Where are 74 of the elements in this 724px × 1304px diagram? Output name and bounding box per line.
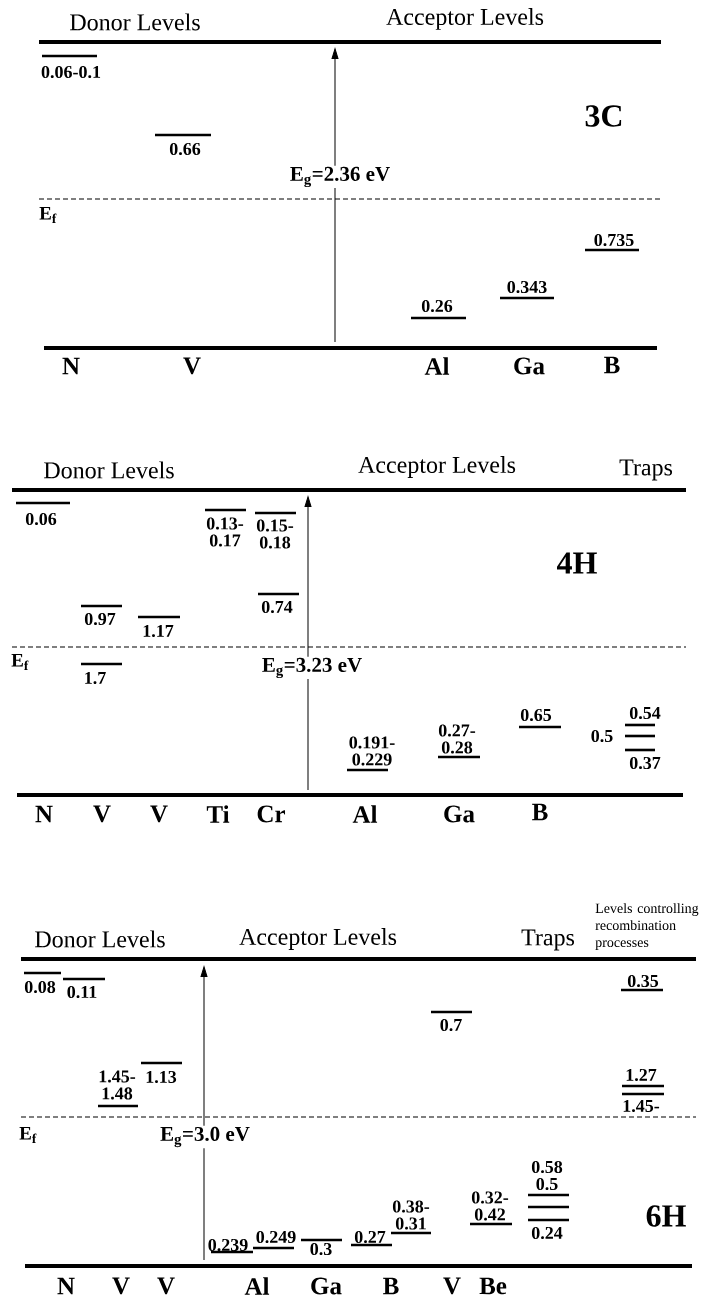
element-label: N [62, 357, 80, 375]
element-label: V [112, 1277, 130, 1295]
band-gap-label: E$_{g}$=3.0 eV [159, 1125, 251, 1149]
fermi-level-label: E$_{f}$ [19, 1127, 37, 1143]
level-value: 0.5 [591, 729, 613, 743]
level-value: 0.24 [531, 1226, 563, 1240]
element-label: B [604, 356, 620, 374]
element-label: N [35, 805, 53, 823]
element-label: Al [244, 1277, 270, 1295]
level-value: 1.17 [143, 624, 174, 638]
element-label: Ga [311, 1277, 342, 1295]
element-label: V [443, 1277, 461, 1295]
level-value: 0.3 [310, 1242, 332, 1256]
column-heading: Traps [521, 929, 575, 951]
level-value: 0.37 [629, 756, 661, 770]
level-value: 0.735 [594, 233, 634, 247]
element-label: V [157, 1277, 175, 1295]
element-label: V [150, 805, 168, 823]
column-heading: Donor Levels [35, 930, 165, 948]
band-gap-label: E$_{g}$=3.23 eV [260, 656, 364, 680]
polytype-label: 4H [557, 552, 597, 574]
level-value: 0.06-0.1 [41, 65, 101, 79]
polytype-label: 3C [585, 105, 622, 127]
level-value: 0.58 [531, 1160, 563, 1174]
element-label: Al [424, 357, 450, 375]
element-label: Ga [514, 357, 545, 375]
note-text: Levels controlling recombination processes [595, 903, 699, 950]
level-value: 0.65 [520, 708, 552, 722]
element-label: Ti [206, 805, 230, 823]
level-value: 0.54 [629, 706, 661, 720]
level-value: 0.191- 0.229 [349, 736, 395, 766]
level-value: 0.08 [24, 980, 56, 994]
level-value: 0.5 [536, 1177, 558, 1191]
element-label: Ga [444, 805, 475, 823]
level-value: 0.35 [627, 974, 659, 988]
element-label: N [57, 1277, 75, 1295]
column-heading: Acceptor Levels [239, 928, 397, 950]
band-gap-label: E$_{g}$=2.36 eV [288, 165, 392, 189]
level-value: 1.7 [85, 671, 106, 685]
level-value: 0.06 [25, 512, 57, 526]
level-value: 0.27 [354, 1230, 386, 1244]
level-value: 1.13 [146, 1070, 177, 1084]
element-label: B [383, 1277, 399, 1295]
level-value: 0.27- 0.28 [438, 724, 476, 754]
fermi-level-label: E$_{f}$ [11, 654, 29, 670]
polytype-label: 6H [646, 1205, 686, 1227]
element-label: Be [479, 1277, 507, 1295]
column-heading: Donor Levels [70, 13, 200, 31]
level-value: 0.15- 0.18 [256, 519, 294, 549]
level-value: 0.66 [169, 142, 201, 156]
level-value: 0.11 [67, 985, 97, 999]
column-heading: Traps [619, 459, 673, 481]
level-value: 0.239 [208, 1238, 248, 1252]
level-value: 0.26 [421, 299, 453, 313]
level-value: 1.45- [623, 1099, 660, 1113]
level-value: 0.97 [84, 612, 116, 626]
level-value: 0.32- 0.42 [471, 1191, 509, 1221]
level-value: 0.7 [440, 1018, 462, 1032]
element-label: Cr [257, 805, 286, 823]
level-value: 1.45- 1.48 [99, 1070, 136, 1100]
column-heading: Acceptor Levels [358, 456, 516, 478]
element-label: B [532, 803, 548, 821]
level-value: 0.249 [256, 1230, 296, 1244]
element-label: Al [352, 805, 378, 823]
element-label: V [183, 357, 201, 375]
level-value: 1.27 [626, 1068, 657, 1082]
level-value: 0.13- 0.17 [206, 517, 244, 547]
level-value: 0.38- 0.31 [392, 1200, 430, 1230]
column-heading: Donor Levels [44, 461, 174, 479]
level-value: 0.74 [261, 600, 293, 614]
column-heading: Acceptor Levels [386, 8, 544, 30]
element-label: V [93, 805, 111, 823]
level-value: 0.343 [507, 280, 547, 294]
fermi-level-label: E$_{f}$ [39, 207, 57, 223]
